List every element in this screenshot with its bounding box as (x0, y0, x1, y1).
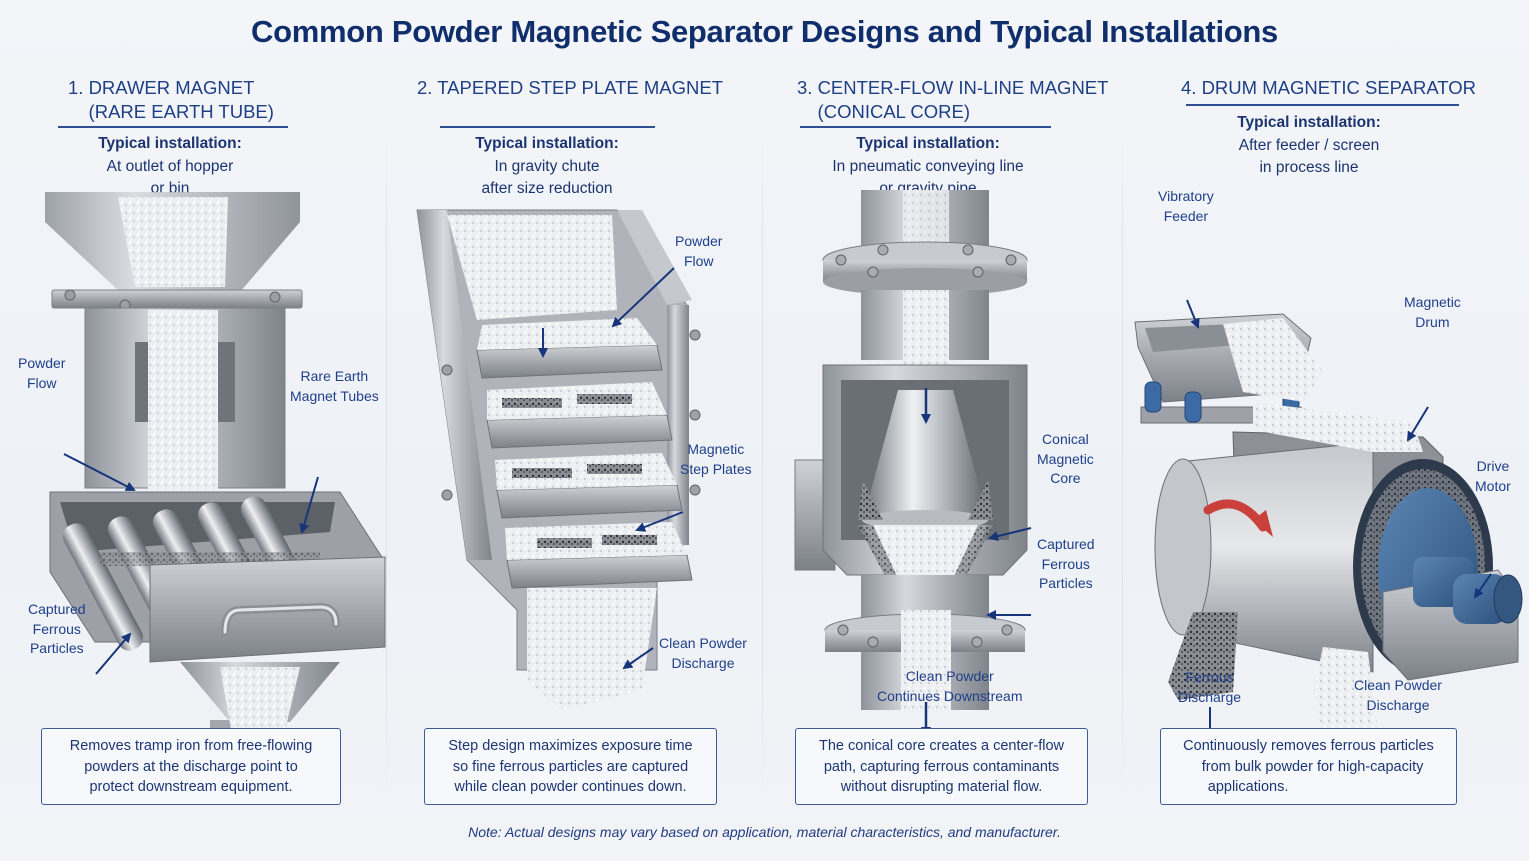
callout-conical-magnetic-core: Conical Magnetic Core (1037, 431, 1094, 486)
panel-heading: 1. DRAWER MAGNET (RARE EARTH TUBE) (68, 77, 274, 122)
step-plate-illustration (416, 209, 701, 710)
caption-center-flow-magnet: The conical core creates a center-flow p… (795, 728, 1088, 805)
panel-drum-separator: 4. DRUM MAGNETIC SEPARATOR Typical insta… (1123, 72, 1529, 812)
caption-step-plate-magnet: Step design maximizes exposure time so f… (424, 728, 717, 805)
callout-captured-ferrous: Captured Ferrous Particles (28, 601, 86, 656)
heading-rule (1186, 104, 1459, 106)
installation-label: Typical installation: (98, 135, 242, 152)
callout-clean-powder-discharge: Clean Powder Discharge (659, 635, 747, 671)
heading-rule (440, 126, 655, 128)
heading-rule (800, 126, 1051, 128)
panel-divider (386, 130, 387, 800)
callout-powder-flow: Powder Flow (675, 233, 723, 269)
callout-clean-powder-downstream: Clean Powder Continues Downstream (877, 668, 1023, 704)
panel-divider (762, 130, 763, 800)
center-flow-illustration (794, 190, 1032, 737)
callout-rare-earth-tubes: Rare Earth Magnet Tubes (290, 368, 379, 404)
panel-step-plate-magnet: 2. TAPERED STEP PLATE MAGNET Typical ins… (387, 72, 762, 812)
callout-vibratory-feeder: Vibratory Feeder (1158, 188, 1214, 224)
callout-powder-flow: Powder Flow (18, 355, 66, 391)
panel-divider (1122, 130, 1123, 800)
installation-text: In gravity chute after size reduction (481, 158, 613, 197)
installation-text: At outlet of hopper or bin (106, 158, 234, 197)
callout-drive-motor: Drive Motor (1475, 458, 1511, 494)
drawer-magnet-illustration (45, 192, 386, 752)
callout-ferrous-discharge: Ferrous Discharge (1178, 669, 1242, 705)
installation-text: After feeder / screen in process line (1238, 137, 1380, 176)
caption-drawer-magnet: Removes tramp iron from free-flowing pow… (41, 728, 341, 805)
panel-drawer-magnet: 1. DRAWER MAGNET (RARE EARTH TUBE) Typic… (0, 72, 386, 812)
installation-label: Typical installation: (856, 135, 1000, 152)
callout-magnetic-step-plates: Magnetic Step Plates (680, 441, 752, 477)
heading-rule (58, 126, 288, 128)
panel-heading: 2. TAPERED STEP PLATE MAGNET (417, 77, 724, 98)
callout-magnetic-drum: Magnetic Drum (1404, 294, 1461, 330)
panel-center-flow-magnet: 3. CENTER-FLOW IN-LINE MAGNET (CONICAL C… (763, 72, 1122, 812)
callout-clean-powder-discharge: Clean Powder Discharge (1354, 677, 1442, 713)
panel-heading: 3. CENTER-FLOW IN-LINE MAGNET (CONICAL C… (797, 77, 1109, 122)
installation-label: Typical installation: (475, 135, 619, 152)
callout-captured-ferrous: Captured Ferrous Particles (1037, 536, 1095, 591)
panel-heading: 4. DRUM MAGNETIC SEPARATOR (1181, 77, 1477, 98)
drum-separator-illustration (1134, 299, 1523, 746)
installation-label: Typical installation: (1237, 114, 1381, 131)
caption-drum-separator: Continuously removes ferrous particles f… (1160, 728, 1457, 805)
footer-note: Note: Actual designs may vary based on a… (468, 824, 1061, 840)
page-title: Common Powder Magnetic Separator Designs… (251, 14, 1278, 49)
